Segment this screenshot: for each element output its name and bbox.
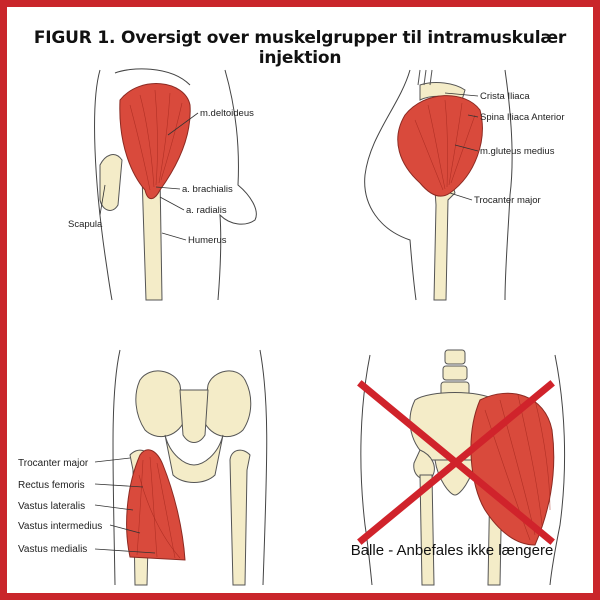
scapula-bone	[99, 154, 123, 211]
label-vastus-intermedius: Vastus intermedius	[18, 521, 102, 532]
label-humerus: Humerus	[188, 235, 227, 246]
cross-out-mark	[357, 380, 555, 545]
hip-outline	[364, 69, 513, 301]
label-trocanter-major-thigh: Trocanter major	[18, 458, 89, 469]
femur-bone	[433, 182, 456, 301]
label-vastus-lateralis: Vastus lateralis	[18, 501, 85, 512]
deltoid-muscle	[119, 83, 191, 200]
label-trocanter-major: Trocanter major	[474, 195, 541, 206]
vastus-muscle	[126, 449, 186, 561]
panel-thigh: Trocanter major Rectus femoris Vastus la…	[18, 349, 268, 586]
panel-gluteus: Crista Iliaca Spina Iliaca Anterior m.gl…	[364, 69, 565, 301]
arm-outline	[94, 68, 257, 301]
label-gluteus-medius: m.gluteus medius	[480, 146, 555, 157]
label-radialis: a. radialis	[186, 205, 227, 216]
panel-buttock: Balle - Anbefales ikke længere	[351, 349, 566, 586]
spine-bone	[440, 349, 470, 397]
label-crista-iliaca: Crista Iliaca	[480, 91, 530, 102]
label-brachialis: a. brachialis	[182, 184, 233, 195]
label-deltoideus: m.deltoideus	[200, 108, 254, 119]
pelvis-bone	[135, 370, 252, 483]
panel-deltoid: m.deltoideus a. brachialis a. radialis S…	[68, 68, 257, 301]
label-scapula: Scapula	[68, 219, 103, 230]
label-vastus-medialis: Vastus medialis	[18, 544, 87, 555]
figure-title: FIGUR 1. Oversigt over muskelgrupper til…	[33, 28, 567, 68]
label-spina-iliaca: Spina Iliaca Anterior	[480, 112, 565, 123]
pelvis-outline	[112, 349, 268, 586]
buttock-outline	[360, 354, 566, 586]
gluteus-medius-muscle	[397, 95, 483, 197]
caption-buttock: Balle - Anbefales ikke længere	[351, 542, 554, 559]
label-rectus-femoris: Rectus femoris	[18, 480, 85, 491]
